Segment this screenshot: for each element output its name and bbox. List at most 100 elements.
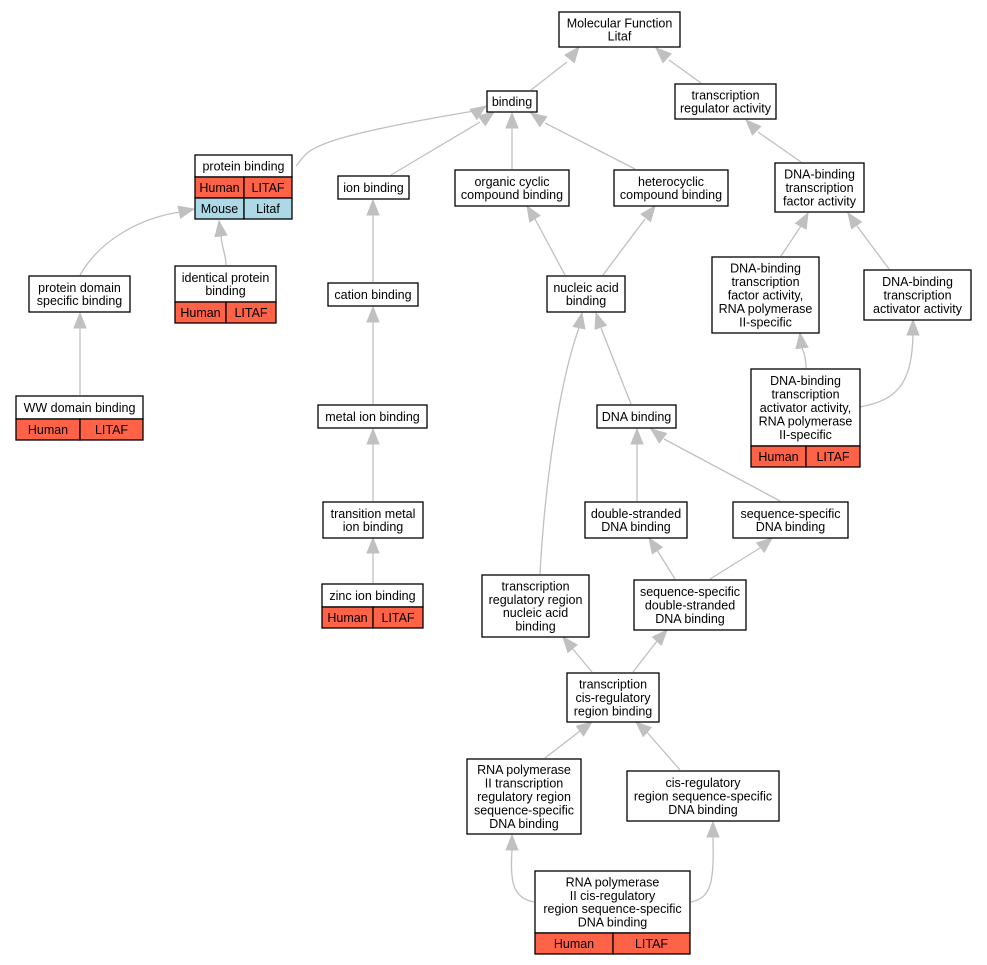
edge-nab-to-hccb bbox=[602, 204, 656, 276]
edge-rnap2cis-to-crrss bbox=[690, 820, 720, 903]
term-label-line: DNA-binding bbox=[730, 262, 801, 276]
go-term-cation[interactable]: cation binding bbox=[327, 282, 419, 307]
term-label-line: RNA polymerase bbox=[759, 414, 853, 428]
term-label-line: DNA binding bbox=[655, 612, 725, 626]
term-box bbox=[322, 501, 424, 539]
edge-rnap2-to-tcrrb bbox=[544, 721, 594, 759]
term-label-line: binding bbox=[515, 620, 555, 634]
edge-dbtaa2-to-dbtfa2 bbox=[795, 331, 809, 369]
gene-cell bbox=[243, 197, 293, 220]
term-box bbox=[732, 501, 849, 539]
arrowhead bbox=[366, 305, 380, 323]
term-label-line: specific binding bbox=[37, 294, 123, 308]
term-label-line: ion binding bbox=[343, 520, 404, 534]
edge-line bbox=[656, 549, 676, 580]
edge-line bbox=[859, 333, 914, 408]
term-label-line: heterocyclic bbox=[638, 175, 704, 189]
arrowhead bbox=[73, 311, 87, 329]
term-box bbox=[486, 90, 538, 113]
edge-line bbox=[632, 640, 658, 673]
edge-line bbox=[690, 836, 714, 903]
go-term-metal[interactable]: metal ion binding bbox=[317, 404, 428, 429]
term-box bbox=[674, 83, 777, 120]
term-label-line: RNA polymerase bbox=[719, 302, 813, 316]
edge-line bbox=[668, 59, 702, 84]
edge-tcrrb-to-trrnab bbox=[562, 635, 593, 673]
edge-binding-to-mf bbox=[530, 45, 580, 91]
edge-line bbox=[780, 225, 802, 257]
arrowhead bbox=[505, 833, 519, 851]
term-label-line: cis-regulatory bbox=[575, 691, 651, 705]
term-label-line: compound binding bbox=[620, 188, 722, 202]
term-label-line: transcription bbox=[691, 88, 759, 102]
term-label-line: regulator activity bbox=[680, 102, 772, 116]
term-label-line: nucleic acid bbox=[503, 606, 568, 620]
edge-cation-to-ion_binding bbox=[366, 198, 380, 282]
term-label-line: region binding bbox=[574, 704, 653, 718]
gene-label: LITAF bbox=[635, 937, 668, 951]
term-label-line: II cis-regulatory bbox=[570, 889, 656, 903]
term-box bbox=[774, 162, 865, 213]
arrowhead bbox=[706, 820, 720, 838]
edge-pdsb-to-protein_binding bbox=[79, 205, 196, 276]
term-label-line: transcription bbox=[785, 181, 853, 195]
term-label-line: activator activity bbox=[873, 302, 963, 316]
term-label-line: region sequence-specific bbox=[634, 790, 772, 804]
term-box bbox=[711, 256, 820, 334]
term-label-line: factor activity bbox=[783, 194, 857, 208]
term-label-line: transcription bbox=[883, 289, 951, 303]
species-label: Human bbox=[199, 181, 239, 195]
term-box bbox=[584, 501, 688, 539]
edge-line bbox=[544, 122, 636, 170]
species-label: Human bbox=[180, 306, 220, 320]
gene-label: LITAF bbox=[816, 450, 849, 464]
go-term-binding[interactable]: binding bbox=[486, 90, 538, 113]
gene-label: LITAF bbox=[251, 181, 284, 195]
edge-rnap2cis-to-rnap2 bbox=[505, 833, 535, 903]
arrowhead bbox=[575, 721, 594, 737]
arrowhead bbox=[745, 119, 762, 136]
arrowhead bbox=[366, 198, 380, 216]
term-label-line: transcription bbox=[501, 579, 569, 593]
edge-line bbox=[757, 131, 802, 163]
species-label: Human bbox=[758, 450, 798, 464]
edge-line bbox=[600, 327, 632, 405]
term-label-line: activator activity, bbox=[760, 401, 851, 415]
term-label-line: Litaf bbox=[608, 30, 632, 44]
term-label-line: binding bbox=[205, 284, 245, 298]
term-box bbox=[454, 169, 570, 207]
term-label-line: regulatory region bbox=[477, 790, 571, 804]
go-term-dnab[interactable]: DNA binding bbox=[596, 404, 677, 429]
term-label-line: protein domain bbox=[38, 281, 121, 295]
edge-line bbox=[530, 61, 568, 91]
go-term-ion-binding[interactable]: ion binding bbox=[337, 175, 410, 200]
term-box bbox=[633, 579, 747, 631]
term-box bbox=[317, 404, 428, 429]
